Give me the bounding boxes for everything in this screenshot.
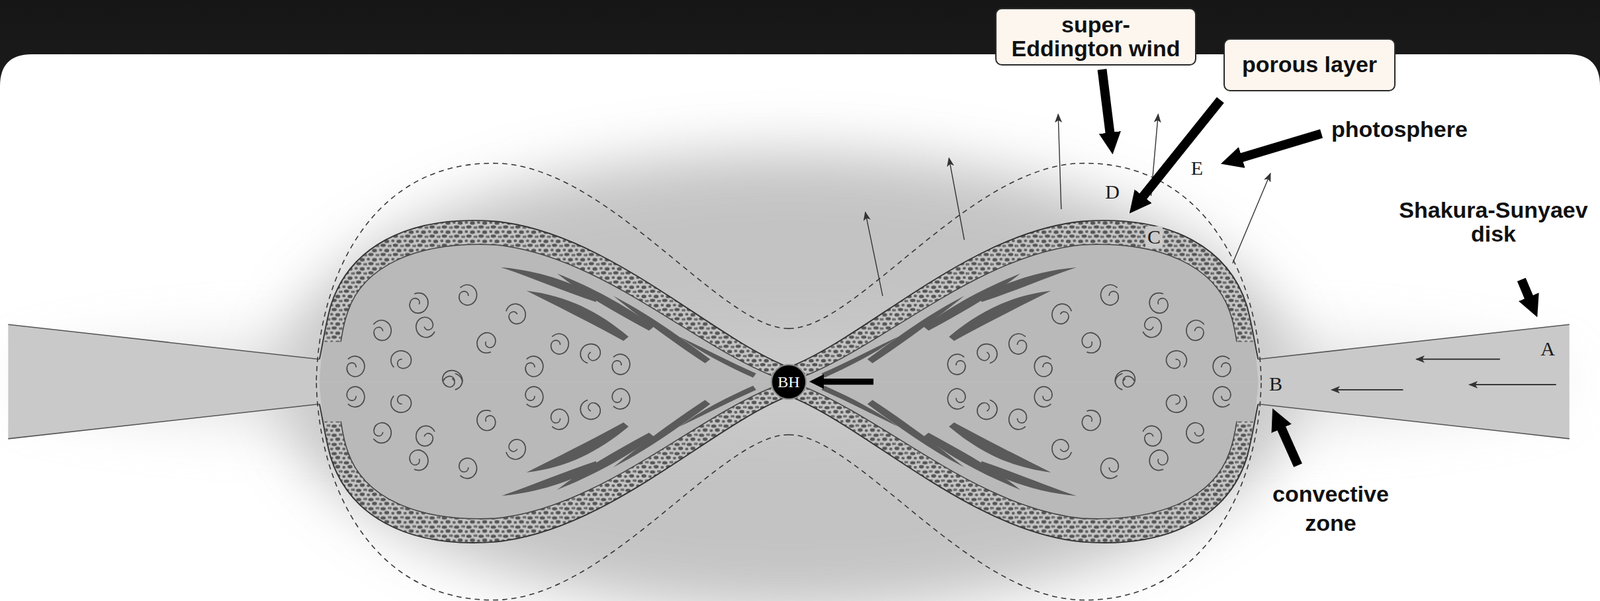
inflow-arrow	[1416, 358, 1500, 360]
bulge-quadrant	[316, 366, 789, 600]
callout-label-holder: Shakura-Sunyaev disk	[1390, 198, 1597, 246]
callout-text: porous layer	[1242, 52, 1378, 77]
callout-label: photosphere	[1331, 117, 1468, 142]
callout-label: convective zone	[1257, 479, 1404, 538]
callout-arrow	[1280, 426, 1298, 466]
region-letter-holder: B	[1267, 373, 1285, 395]
inflow-arrow	[1331, 389, 1403, 391]
inflow-arrows	[1331, 359, 1556, 390]
callout-box: super- Eddington wind	[995, 7, 1197, 66]
black-hole-circle: BH	[770, 363, 807, 400]
callout-label-holder: photosphere	[1331, 117, 1468, 142]
wind-arrow	[948, 158, 965, 240]
wind-arrow	[865, 212, 883, 296]
region-letter: D	[1103, 181, 1122, 203]
region-letter-holder: A	[1538, 338, 1557, 360]
region-letter: B	[1267, 373, 1285, 395]
region-letter-holder: C	[1145, 226, 1163, 248]
callout-text: super- Eddington wind	[1007, 13, 1185, 61]
glow	[278, 152, 1299, 601]
accretion-arrow	[822, 378, 874, 385]
callout-box: porous layer	[1223, 38, 1396, 91]
disk-figure	[7, 69, 1569, 601]
callout-arrow	[1521, 279, 1530, 299]
region-letter-holder: D	[1103, 181, 1122, 203]
region-letter: A	[1538, 338, 1557, 360]
disk-edge	[7, 324, 319, 439]
wind-arrows	[865, 114, 1271, 296]
inflow-arrow	[1469, 383, 1557, 386]
callout-arrow	[1142, 99, 1221, 198]
region-letter: C	[1145, 226, 1163, 248]
callout-label-holder: convective zone	[1257, 479, 1404, 538]
callout-arrow	[1240, 133, 1322, 159]
black-hole-label: BH	[777, 373, 800, 390]
thin-disk	[1257, 324, 1569, 439]
region-letter: E	[1189, 157, 1205, 179]
callout-label: Shakura-Sunyaev disk	[1390, 198, 1597, 246]
callout-arrow	[1101, 69, 1110, 135]
wind-arrow	[1058, 114, 1062, 210]
thin-disk	[7, 324, 319, 439]
bulge-quadrant	[788, 163, 1262, 397]
callout-arrows	[1101, 69, 1530, 466]
disk-edge	[1257, 324, 1569, 439]
region-letter-holder: E	[1189, 157, 1205, 179]
bulge-quadrant	[316, 163, 789, 397]
bulge-quadrant	[788, 366, 1262, 600]
wind-arrow	[1232, 173, 1271, 264]
